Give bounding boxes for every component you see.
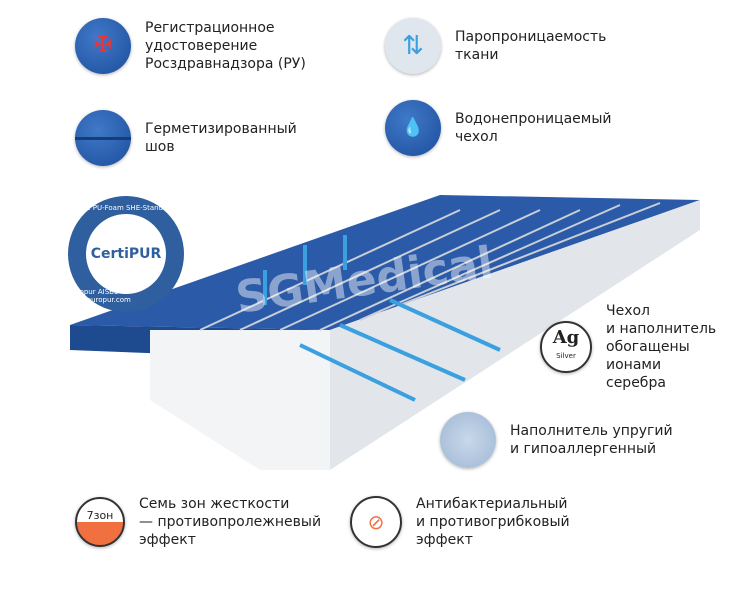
feature-text: Паропроницаемость ткани: [455, 29, 607, 63]
feature-text: Водонепроницаемый чехол: [455, 111, 612, 145]
no-bacteria-icon: ⊘: [350, 496, 402, 548]
feature-text: Герметизированный шов: [145, 121, 297, 155]
certipur-badge: The PU-Foam SHE-Standard CertiPUR Europu…: [68, 196, 184, 312]
water-drops-icon: 💧: [385, 100, 441, 156]
feature-text: Чехол и наполнитель обогащены ионами сер…: [606, 303, 717, 391]
feature-text: Семь зон жесткости — противопролежневый …: [139, 496, 322, 548]
feature-antibacterial: ⊘ Антибактериальный и противогрибковый э…: [350, 495, 570, 549]
certipur-bottom-text: Europur AISBL – www.europur.com: [68, 288, 131, 304]
seam-icon: [75, 110, 131, 166]
feature-waterproof: 💧 Водонепроницаемый чехол: [385, 100, 611, 156]
emblem-icon: ✠: [75, 18, 131, 74]
breathable-icon: ⇅: [385, 18, 441, 74]
feature-seam: Герметизированный шов: [75, 110, 297, 166]
feature-text: Регистрационное удостоверение Росздравна…: [145, 20, 306, 72]
feature-text: Антибактериальный и противогрибковый эфф…: [416, 496, 570, 548]
foam-texture-icon: [440, 412, 496, 468]
feature-registration: ✠ Регистрационное удостоверение Росздрав…: [75, 18, 306, 74]
feature-text: Наполнитель упругий и гипоаллергенный: [510, 423, 673, 457]
feature-breathable: ⇅ Паропроницаемость ткани: [385, 18, 606, 74]
feature-zones: 7зон Семь зон жесткости — противопролежн…: [75, 495, 321, 549]
zones-icon: 7зон: [75, 497, 125, 547]
certipur-logo: CertiPUR: [90, 246, 162, 262]
certipur-top-text: The PU-Foam SHE-Standard: [77, 204, 175, 212]
feature-filler: Наполнитель упругий и гипоаллергенный: [440, 412, 673, 468]
